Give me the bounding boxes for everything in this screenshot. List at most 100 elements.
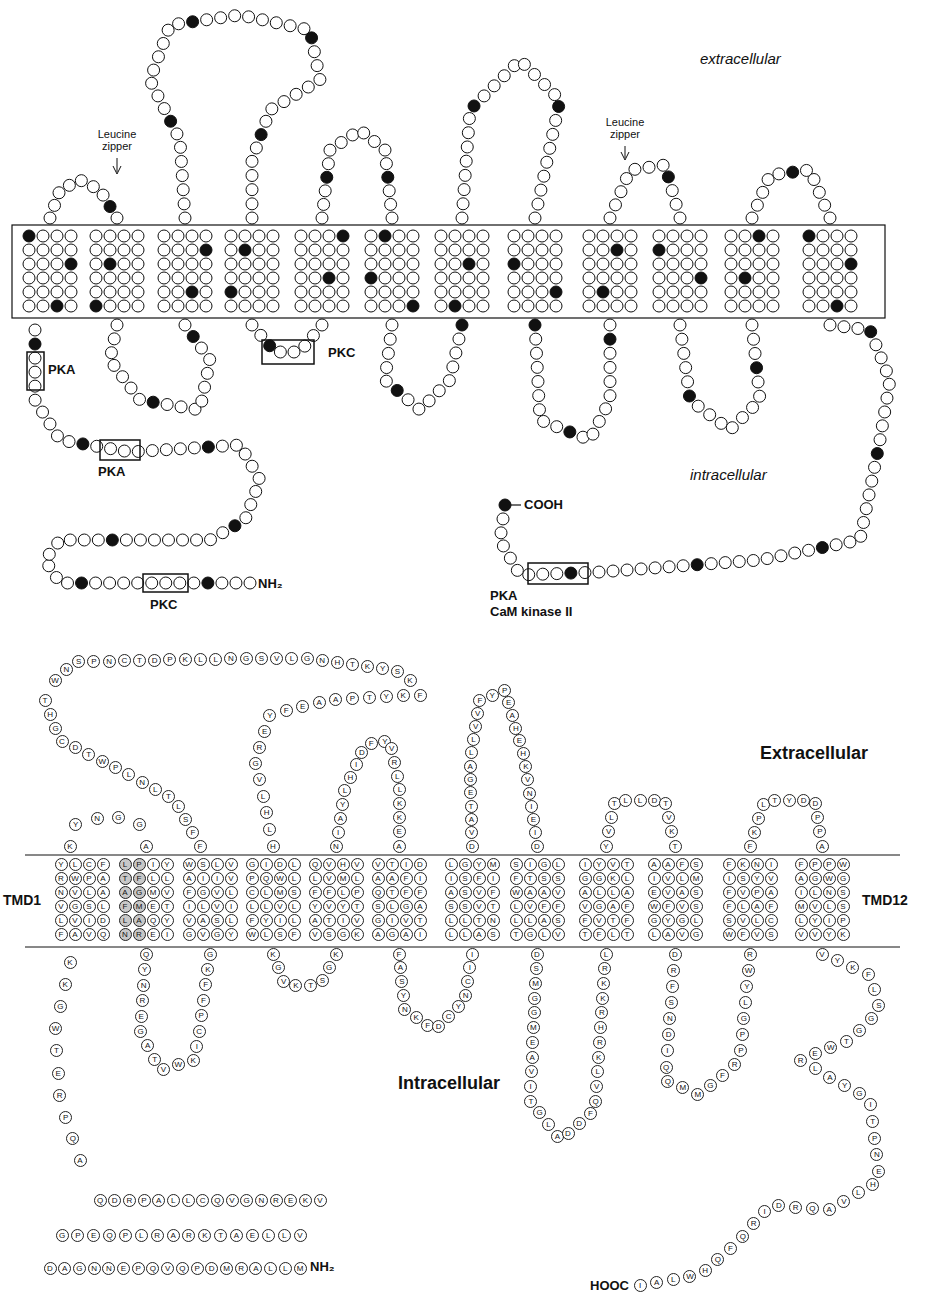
residue: G [54,1000,67,1013]
residue: K [393,811,406,824]
residue-bead [459,169,471,181]
residue-bead [511,564,523,576]
residue: K [361,660,374,673]
residue: P [811,811,824,824]
residue-bead [186,286,198,298]
residue: I [765,858,778,871]
residue: V [351,858,364,871]
residue: T [607,914,620,927]
residue: V [662,811,675,824]
residue-bead [179,319,191,331]
residue-bead [775,550,787,562]
residue: A [473,928,486,941]
residue-bead [508,230,520,242]
residue: T [524,872,537,885]
residue-bead [37,230,49,242]
residue: F [97,858,110,871]
residue-bead [879,406,891,418]
residue: I [579,858,592,871]
residue-bead [550,300,562,312]
residue-bead [200,272,212,284]
residue-bead [667,272,679,284]
residue-bead [132,258,144,270]
residue-bead [667,230,679,242]
residue: L [619,794,632,807]
residue: T [866,1115,879,1128]
residue-bead [670,198,682,210]
residue: L [260,928,273,941]
residue: V [323,872,336,885]
residue-bead [199,381,211,393]
residue-bead [551,568,563,580]
residue-bead [604,333,616,345]
residue: P [132,1262,145,1275]
residue-bead [90,286,102,298]
residue: N [103,655,116,668]
residue-bead [435,258,447,270]
residue: S [323,928,336,941]
residue: L [542,1118,555,1131]
residue: A [329,693,342,706]
residue-bead [43,560,55,572]
residue: G [853,1087,866,1100]
residue: F [862,968,875,981]
residue-bead [477,258,489,270]
site-label: PKC [150,597,177,612]
residue-bead [597,244,609,256]
residue-bead [407,272,419,284]
residue-bead [753,272,765,284]
residue-bead [380,158,392,170]
residue: Q [260,872,273,885]
residue-bead [191,534,203,546]
residue: L [262,1229,275,1242]
residue-bead [152,90,164,102]
residue: V [524,900,537,913]
residue-bead [463,230,475,242]
residue-bead [246,155,258,167]
residue-bead [683,390,695,402]
residue: T [133,654,146,667]
residue-bead [752,376,764,388]
residue: L [55,914,68,927]
residue: T [323,914,336,927]
residue: I [795,886,808,899]
residue-bead [118,258,130,270]
residue: L [197,900,210,913]
residue: G [593,872,606,885]
residue: R [123,1194,136,1207]
residue: A [662,858,675,871]
residue: V [676,900,689,913]
residue: M [220,1262,233,1275]
residue-bead [725,300,737,312]
residue-bead [132,300,144,312]
residue: T [386,858,399,871]
residue: L [119,914,132,927]
residue: G [301,652,314,665]
residue: A [506,709,519,722]
residue: F [365,737,378,750]
residue: H [699,1264,712,1277]
residue-bead [295,230,307,242]
residue-bead [65,230,77,242]
residue: V [525,1065,538,1078]
residue-bead [160,577,172,589]
residue: I [661,1044,674,1057]
residue: A [386,872,399,885]
residue: V [69,886,82,899]
residue-bead [499,499,511,511]
residue: K [397,689,410,702]
residue: A [140,840,153,853]
residue-bead [435,230,447,242]
residue: A [464,760,477,773]
residue: T [621,928,634,941]
residue: K [198,1229,211,1242]
residue: Q [806,1202,819,1215]
residue-bead [681,244,693,256]
residue-bead [158,230,170,242]
residue: D [274,858,287,871]
residue: N [487,914,500,927]
residue-bead [715,417,727,429]
residue-bead [188,577,200,589]
residue-bead [625,258,637,270]
residue-bead [337,258,349,270]
